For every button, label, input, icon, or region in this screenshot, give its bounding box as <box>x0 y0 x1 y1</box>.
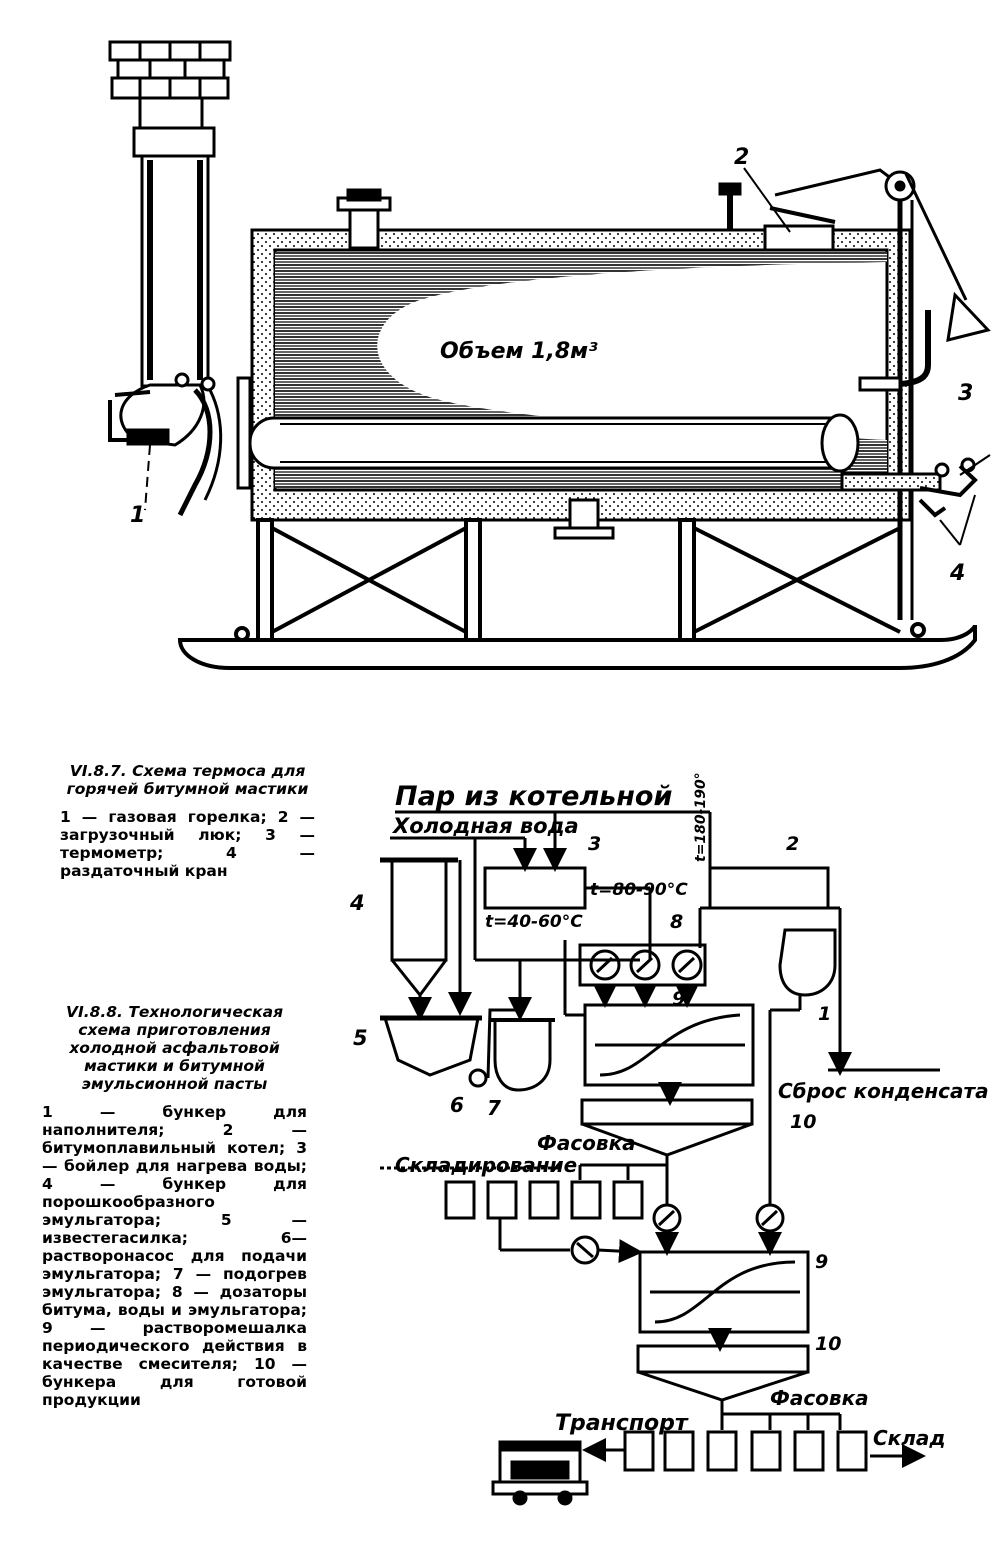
thermos-drawing <box>108 40 991 670</box>
boiler-3 <box>483 866 587 910</box>
packing-label-1: Фасовка <box>537 1131 636 1155</box>
cold-water-label: Холодная вода <box>391 814 579 838</box>
lime-slaker-5 <box>382 1016 480 1077</box>
condensate-label: Сброс конденсата <box>778 1079 989 1103</box>
gas-burner <box>108 372 223 517</box>
fig1-label-4: 4 <box>949 561 965 586</box>
thermometer-post <box>718 182 742 230</box>
chimney-cap <box>108 40 232 158</box>
warehouse-label: Склад <box>873 1426 946 1450</box>
chimney-pipe <box>140 154 210 388</box>
storage-label: Складирование <box>395 1153 577 1177</box>
fig1-label-1: 1 <box>130 503 145 528</box>
num-8: 8 <box>670 911 683 933</box>
bitumen-temp: t=180-190° <box>693 772 709 862</box>
pulley-frame <box>858 170 991 620</box>
num-2: 2 <box>786 833 799 855</box>
num-9-upper: 9 <box>672 988 685 1010</box>
transport-truck-icon <box>491 1440 589 1506</box>
fig1-label-2: 2 <box>734 145 749 170</box>
bunker-10-lower <box>636 1344 810 1374</box>
caption-fig-1: VI.8.7. Схема термоса для горячей битумн… <box>60 762 315 880</box>
num-6: 6 <box>450 1093 464 1117</box>
num-3: 3 <box>588 833 601 855</box>
fire-tube <box>248 413 860 473</box>
sled-frame <box>177 518 977 670</box>
emulsifier-hopper-4 <box>390 858 448 962</box>
water-temp: t=40-60°C <box>485 912 583 932</box>
caption-1-title: VI.8.7. Схема термоса для горячей битумн… <box>66 762 309 798</box>
caption-2-title: VI.8.8. Технологическая схема приготовле… <box>65 1003 284 1093</box>
fig1-volume: Объем 1,8м³ <box>440 339 598 364</box>
steam-label: Пар из котельной <box>395 781 672 812</box>
outlet-tap <box>840 454 991 546</box>
filler-hopper-1 <box>778 928 837 997</box>
num-10-upper: 10 <box>790 1111 816 1133</box>
caption-fig-2: VI.8.8. Технологическая схема приготовле… <box>42 1003 307 1409</box>
num-10-lower: 10 <box>815 1333 841 1355</box>
num-7: 7 <box>487 1096 501 1120</box>
emulsifier-heater-7 <box>493 1018 552 1092</box>
caption-1-legend: 1 — газовая горелка; 2 — загрузочный люк… <box>60 808 315 880</box>
bunker-10-upper <box>580 1098 754 1126</box>
process-scheme <box>380 810 940 1506</box>
transport-label: Транспорт <box>555 1411 689 1436</box>
mortar-pump-6 <box>468 1068 488 1088</box>
packing-label-2: Фасовка <box>770 1386 869 1410</box>
num-1: 1 <box>818 1003 831 1025</box>
boiler-temp: t=80-90°C <box>590 880 688 900</box>
bitumen-boiler-2 <box>708 866 830 910</box>
num-9-lower: 9 <box>815 1251 828 1273</box>
num-4: 4 <box>349 891 365 915</box>
num-5: 5 <box>353 1026 368 1050</box>
fig1-label-3: 3 <box>958 381 973 406</box>
caption-2-legend: 1 — бункер для наполнителя; 2 — битумопл… <box>42 1103 307 1409</box>
